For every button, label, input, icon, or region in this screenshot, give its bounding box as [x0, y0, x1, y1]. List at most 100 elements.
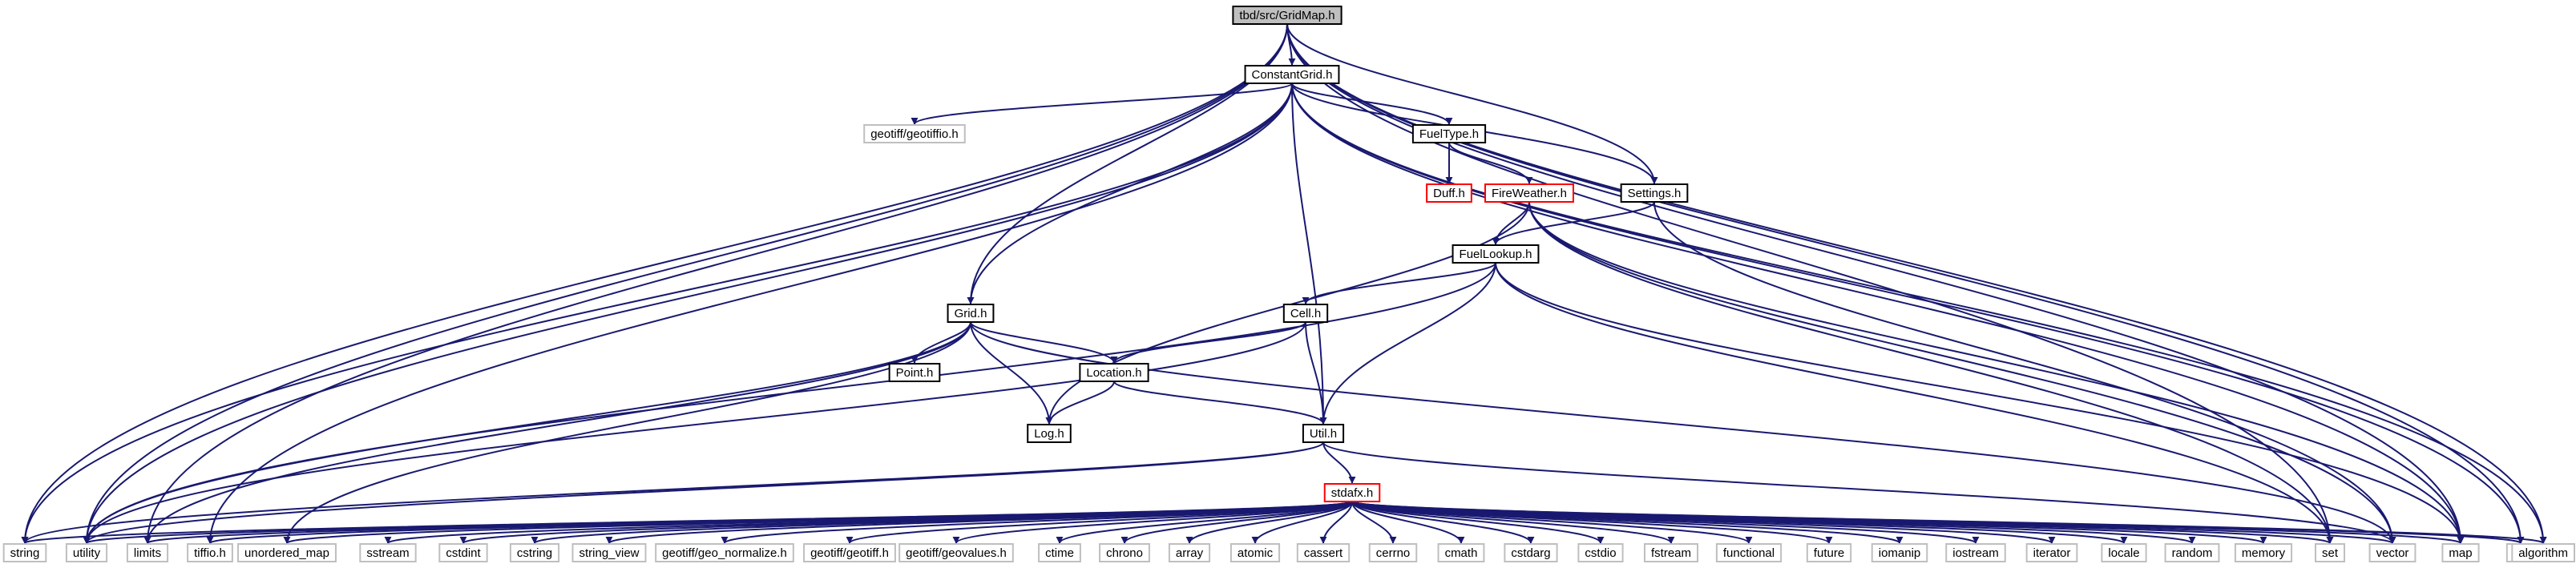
- node-label: unordered_map: [244, 546, 329, 560]
- node-label: geotiff/geo_normalize.h: [662, 546, 787, 560]
- node-box: [1368, 543, 1418, 562]
- edge-grid-to-unordered_map: [283, 321, 971, 544]
- node-box: [1282, 304, 1329, 323]
- node-fireweather-h[interactable]: FireWeather.h: [1484, 183, 1574, 203]
- edge-location-to-util: [1113, 381, 1327, 425]
- node-box: [1229, 543, 1281, 562]
- edge-grid-to-limits: [143, 321, 971, 544]
- node-label: FireWeather.h: [1492, 187, 1567, 200]
- node-label: random: [2172, 546, 2213, 560]
- node-label: iterator: [2033, 546, 2071, 560]
- edge-stdafx-to-cmath: [1351, 501, 1465, 544]
- node-fueltype-h[interactable]: FuelType.h: [1411, 124, 1487, 143]
- node-label: locale: [2108, 546, 2139, 560]
- node-location-h[interactable]: Location.h: [1079, 363, 1149, 382]
- node-log-h[interactable]: Log.h: [1027, 424, 1072, 443]
- node-label: geotiff/geovalues.h: [906, 546, 1007, 560]
- edge-constantgrid-to-fueltype: [1291, 83, 1453, 125]
- node-geotiff-geo-normalize-h: geotiff/geo_normalize.h: [655, 543, 794, 562]
- node-stdafx-h[interactable]: stdafx.h: [1323, 483, 1381, 502]
- node-cell-h[interactable]: Cell.h: [1282, 304, 1329, 323]
- edge-cell-to-location: [1110, 321, 1306, 364]
- node-geotiff-geovalues-h: geotiff/geovalues.h: [898, 543, 1014, 562]
- edge-constantgrid-to-map: [1291, 83, 2465, 544]
- node-box: [2368, 543, 2417, 562]
- node-duff-h[interactable]: Duff.h: [1426, 183, 1472, 203]
- node-box: [1871, 543, 1928, 562]
- node-constantgrid-h[interactable]: ConstantGrid.h: [1244, 65, 1340, 84]
- node-iomanip: iomanip: [1871, 543, 1928, 562]
- node-box: [1027, 424, 1072, 443]
- node-box: [888, 363, 941, 382]
- edge-fireweather-to-map: [1528, 201, 2465, 544]
- node-tbd-src-gridmap-h[interactable]: tbd/src/GridMap.h: [1232, 6, 1343, 25]
- node-label: string: [10, 546, 40, 560]
- node-box: [1577, 543, 1624, 562]
- node-point-h[interactable]: Point.h: [888, 363, 941, 382]
- node-label: cstdint: [446, 546, 481, 560]
- node-label: tiffio.h: [194, 546, 226, 560]
- node-box: [1168, 543, 1211, 562]
- node-label: cassert: [1304, 546, 1343, 560]
- node-label: Cell.h: [1290, 307, 1321, 320]
- node-sstream: sstream: [359, 543, 417, 562]
- edge-util-to-stdafx: [1322, 441, 1356, 484]
- edge-stdafx-to-ctime: [1056, 501, 1353, 544]
- node-random: random: [2164, 543, 2220, 562]
- edge-constantgrid-to-list: [1291, 83, 2525, 544]
- node-box: [126, 543, 169, 562]
- edge-cell-to-util: [1305, 321, 1327, 425]
- node-label: FuelType.h: [1419, 127, 1479, 141]
- node-string: string: [2, 543, 47, 562]
- node-fuellookup-h[interactable]: FuelLookup.h: [1452, 244, 1540, 264]
- node-cmath: cmath: [1437, 543, 1485, 562]
- edge-fuellookup-to-util: [1319, 262, 1496, 425]
- node-box: [2234, 543, 2293, 562]
- node-box: [2314, 543, 2346, 562]
- edge-gridmap-to-limits: [143, 23, 1288, 544]
- node-limits: limits: [126, 543, 169, 562]
- edge-stdafx-to-atomic: [1251, 501, 1353, 544]
- edge-fueltype-to-fireweather: [1448, 142, 1533, 184]
- edge-constantgrid-to-util: [1291, 83, 1327, 425]
- node-algorithm: algorithm: [2511, 543, 2575, 562]
- node-box: [237, 543, 337, 562]
- node-label: string_view: [579, 546, 639, 560]
- edge-grid-to-vector: [970, 321, 2396, 544]
- node-box: [863, 124, 966, 143]
- node-label: algorithm: [2518, 546, 2568, 560]
- node-grid-h[interactable]: Grid.h: [947, 304, 995, 323]
- node-unordered-map: unordered_map: [237, 543, 337, 562]
- node-settings-h[interactable]: Settings.h: [1620, 183, 1689, 203]
- node-label: Grid.h: [955, 307, 987, 320]
- edge-stdafx-to-geotiff_h: [846, 501, 1353, 544]
- node-box: [2511, 543, 2575, 562]
- edge-grid-to-point: [910, 321, 971, 364]
- node-box: [1296, 543, 1351, 562]
- node-atomic: atomic: [1229, 543, 1281, 562]
- node-label: iostream: [1952, 546, 1999, 560]
- node-label: fstream: [1651, 546, 1691, 560]
- node-box: [65, 543, 108, 562]
- node-chrono: chrono: [1099, 543, 1150, 562]
- node-map: map: [2441, 543, 2480, 562]
- node-box: [1715, 543, 1783, 562]
- edge-grid-to-utility: [83, 321, 971, 544]
- edge-stdafx-to-array: [1185, 501, 1353, 544]
- node-label: atomic: [1238, 546, 1274, 560]
- node-label: stdafx.h: [1331, 486, 1374, 500]
- node-util-h[interactable]: Util.h: [1302, 424, 1345, 443]
- node-label: map: [2449, 546, 2472, 560]
- node-label: vector: [2376, 546, 2409, 560]
- node-geotiff-geotiffio-h: geotiff/geotiffio.h: [863, 124, 966, 143]
- node-box: [571, 543, 647, 562]
- edge-stdafx-to-chrono: [1120, 501, 1353, 544]
- node-cerrno: cerrno: [1368, 543, 1418, 562]
- node-box: [1437, 543, 1485, 562]
- node-box: [1244, 65, 1340, 84]
- node-box: [1302, 424, 1345, 443]
- node-box: [1452, 244, 1540, 264]
- node-cassert: cassert: [1296, 543, 1351, 562]
- edge-gridmap-to-set: [1286, 23, 2334, 544]
- edge-gridmap-to-settings: [1286, 23, 1658, 184]
